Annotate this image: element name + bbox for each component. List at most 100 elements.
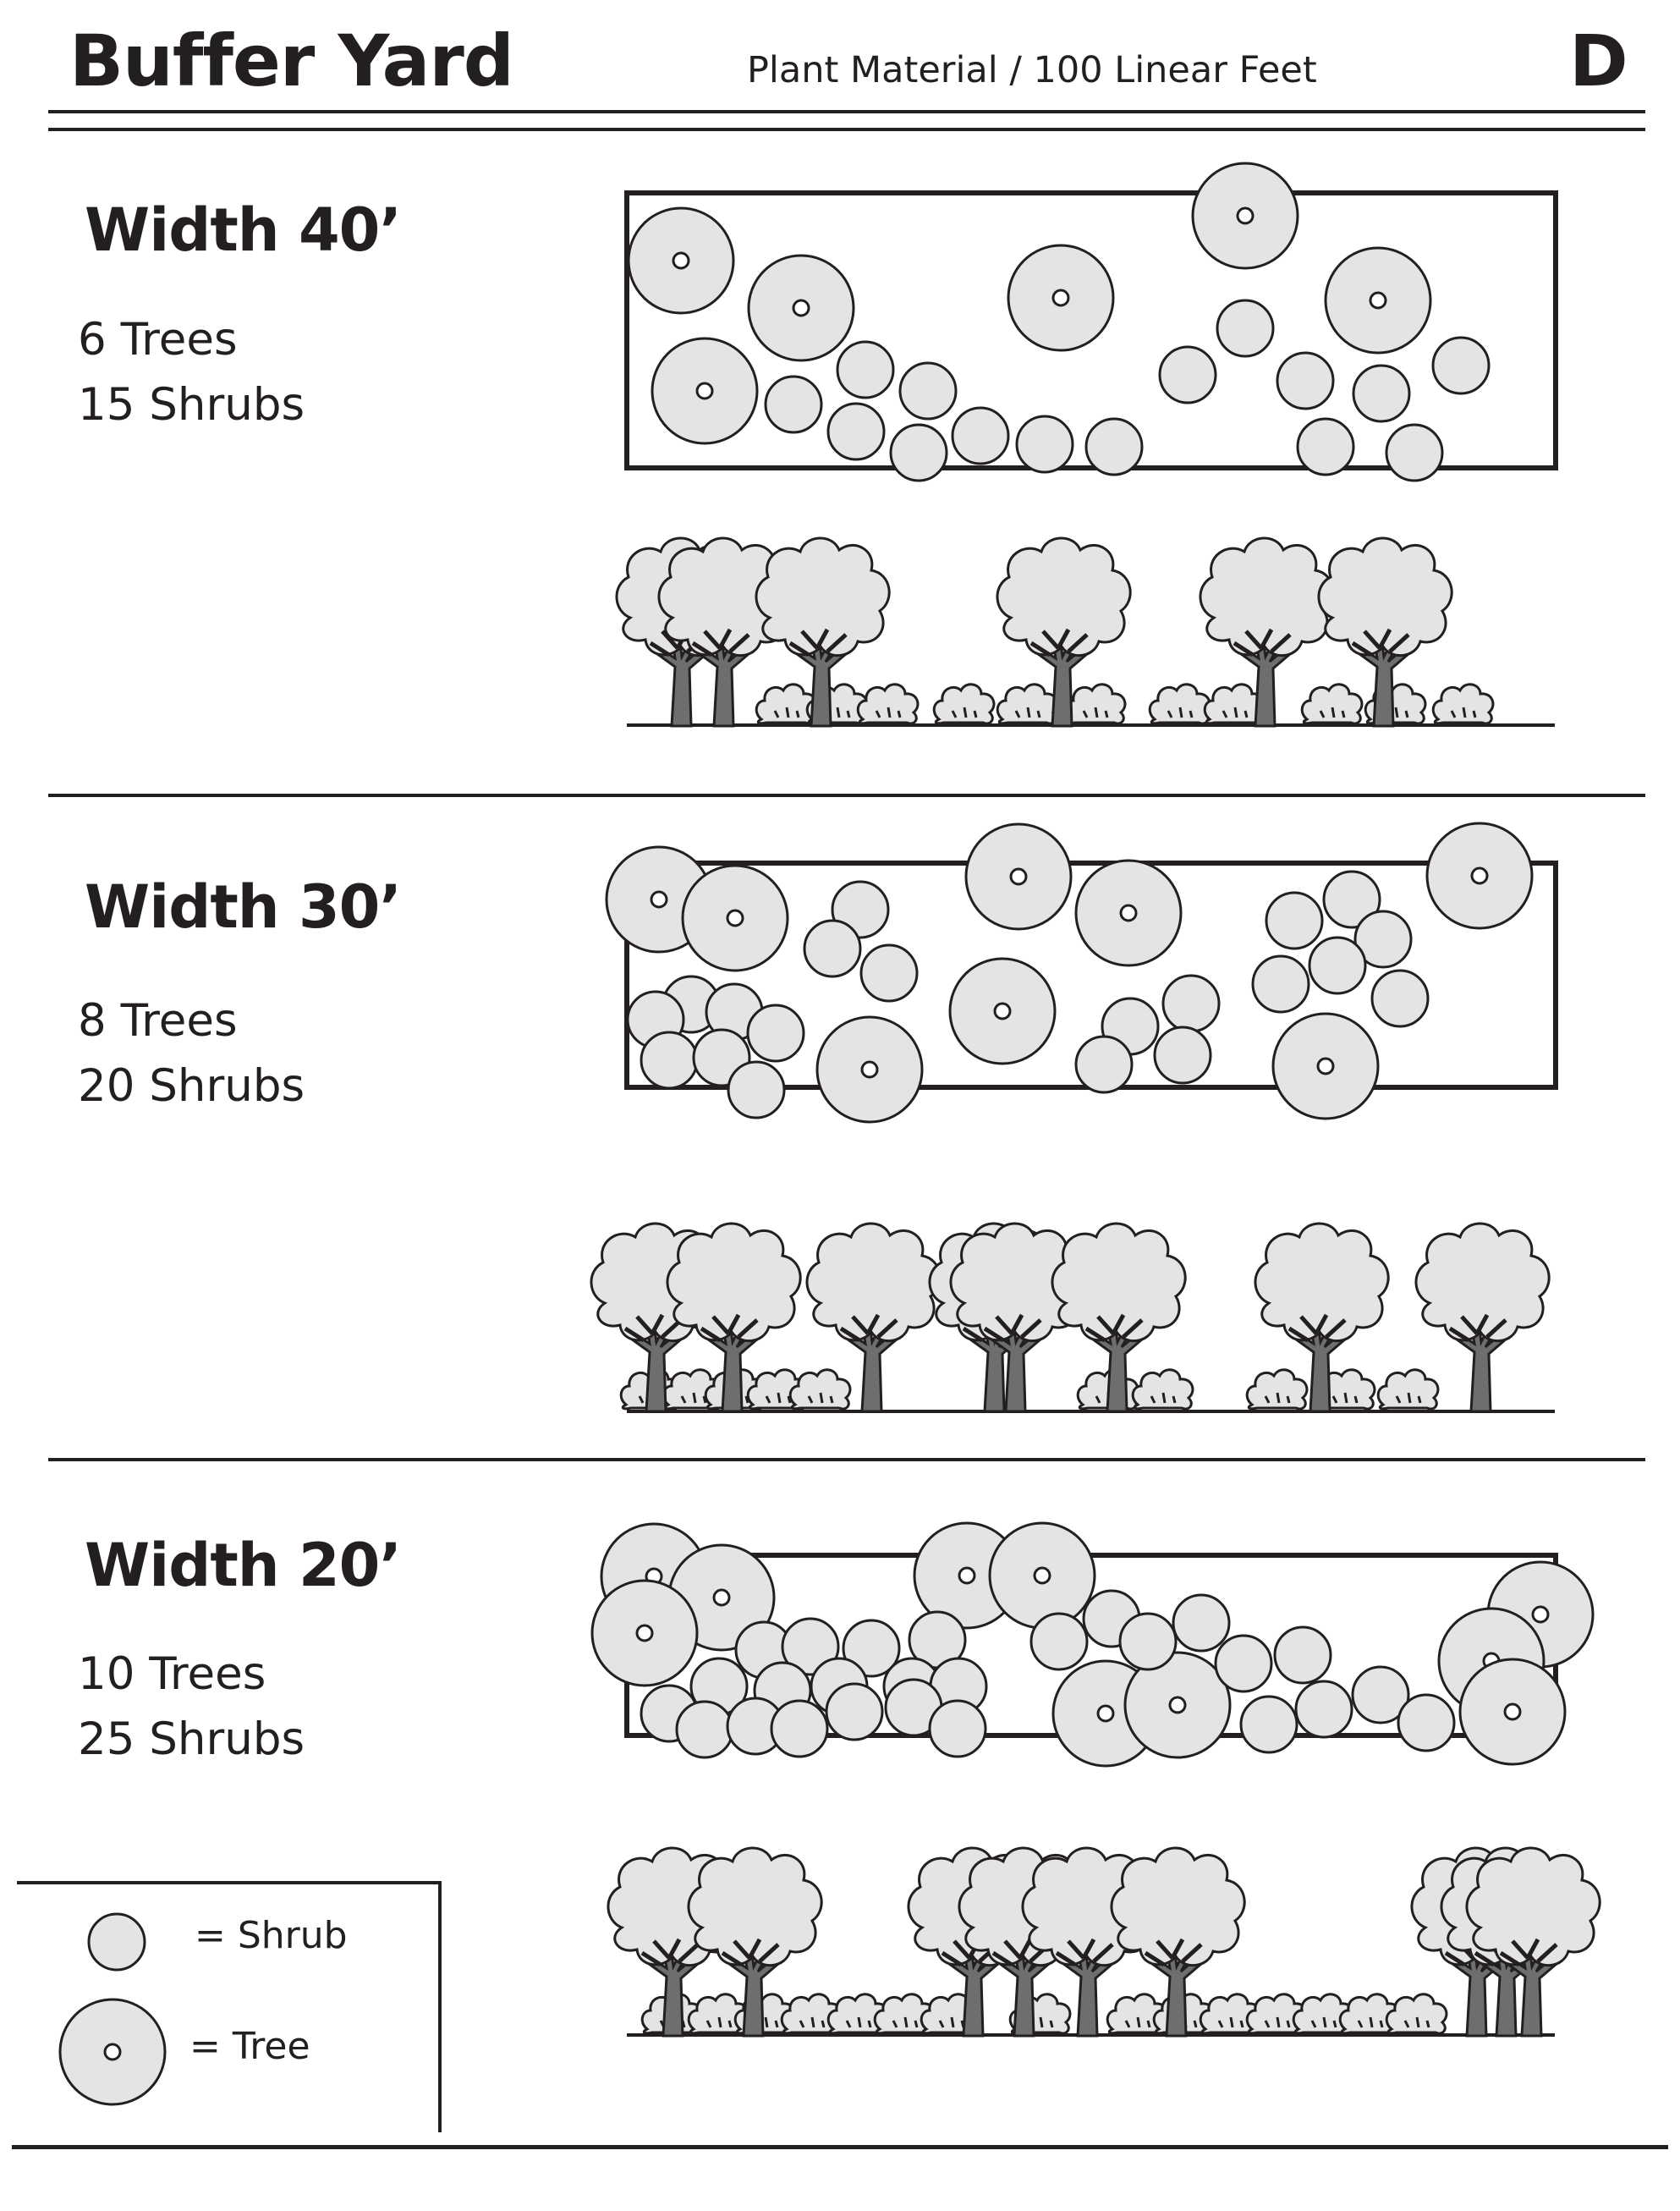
section-30-plan [605, 822, 1558, 1124]
tree-circle-icon [1007, 244, 1115, 352]
shrub-silhouette-icon [788, 1368, 852, 1411]
shrub-circle-icon [781, 1617, 840, 1676]
section-20-width-label: Width 20’ [85, 1531, 402, 1600]
section-20-plants [590, 1521, 1595, 1768]
buffer-type-letter: D [1569, 19, 1628, 102]
shrub-circle-icon [1172, 1593, 1231, 1653]
shrub-silhouette-icon [1376, 1368, 1440, 1411]
tree-circle-icon [747, 254, 855, 362]
shrub-circle-icon [1273, 1625, 1332, 1685]
tree-circle-icon [681, 864, 789, 972]
section-40-width-label: Width 40’ [85, 195, 402, 265]
section-40-shrubs-count: 15 Shrubs [78, 379, 305, 431]
shrub-circle-icon [675, 1700, 734, 1759]
section-40-plan-boundary [624, 190, 1558, 470]
shrub-silhouette-icon [1431, 683, 1495, 725]
shrub-circle-icon [1431, 336, 1491, 395]
legend-shrub-label: = Shrub [195, 1914, 348, 1957]
shrub-silhouette-icon [996, 683, 1059, 725]
shrub-circle-icon [640, 1031, 699, 1090]
shrub-circle-icon [803, 919, 862, 978]
legend-shrub-icon [87, 1912, 146, 1972]
shrub-silhouette-icon [1245, 1368, 1309, 1411]
shrub-circle-icon [1015, 415, 1074, 474]
shrub-circle-icon [1294, 1680, 1353, 1739]
shrub-circle-icon [1029, 1612, 1089, 1671]
tree-circle-icon [651, 337, 759, 445]
shrub-circle-icon [1239, 1695, 1298, 1754]
shrub-circle-icon [1385, 423, 1444, 482]
tree-silhouette-icon [1467, 1848, 1600, 2036]
shrub-circle-icon [1074, 1035, 1134, 1094]
header-rule-top [48, 110, 1645, 113]
shrub-silhouette-icon [1148, 683, 1211, 725]
shrub-circle-icon [836, 340, 895, 399]
shrub-circle-icon [1216, 299, 1275, 358]
section-40-plants [627, 162, 1491, 482]
shrub-circle-icon [1158, 345, 1217, 404]
shrub-circle-icon [951, 406, 1010, 465]
shrub-circle-icon [898, 361, 958, 421]
tree-circle-icon [590, 1579, 699, 1687]
shrub-circle-icon [889, 423, 948, 482]
shrub-circle-icon [859, 943, 919, 1003]
shrub-circle-icon [1308, 936, 1367, 995]
section-20-elevation [608, 1848, 1600, 2036]
tree-circle-icon [1074, 859, 1183, 967]
shrub-silhouette-icon [856, 683, 920, 725]
section-30-trees-count: 8 Trees [78, 995, 238, 1047]
shrub-circle-icon [727, 1060, 786, 1119]
shrub-circle-icon [746, 1004, 805, 1063]
legend-tree-label: = Tree [189, 2025, 310, 2068]
section-30-width-label: Width 30’ [85, 872, 402, 942]
tree-circle-icon [1458, 1658, 1567, 1766]
section-divider-1 [48, 794, 1645, 797]
shrub-circle-icon [1084, 417, 1144, 476]
tree-circle-icon [913, 1521, 1021, 1630]
shrub-circle-icon [1161, 974, 1221, 1033]
tree-circle-icon [1324, 246, 1432, 355]
shrub-circle-icon [1276, 351, 1335, 410]
tree-circle-icon [1425, 822, 1534, 930]
shrub-silhouette-icon [1385, 1993, 1448, 2035]
legend [17, 1881, 442, 2132]
section-40-trees-count: 6 Trees [78, 314, 238, 366]
page-subtitle: Plant Material / 100 Linear Feet [747, 49, 1317, 91]
shrub-circle-icon [826, 402, 886, 461]
shrub-silhouette-icon [1131, 1368, 1194, 1411]
shrub-circle-icon [1296, 417, 1355, 476]
shrub-circle-icon [764, 375, 823, 434]
shrub-circle-icon [928, 1699, 987, 1758]
shrub-circle-icon [1265, 891, 1324, 950]
tree-circle-icon [988, 1521, 1096, 1630]
shrub-circle-icon [1370, 969, 1430, 1028]
shrub-circle-icon [1322, 870, 1381, 929]
shrub-circle-icon [1397, 1693, 1456, 1752]
header-rule-bottom [48, 128, 1645, 131]
tree-circle-icon [1271, 1012, 1380, 1120]
tree-circle-icon [627, 206, 735, 315]
shrub-silhouette-icon [1063, 683, 1127, 725]
shrub-circle-icon [1251, 954, 1310, 1014]
section-40-elevation [617, 538, 1555, 726]
section-20-shrubs-count: 25 Shrubs [78, 1713, 305, 1765]
legend-tree-icon [58, 1998, 167, 2106]
section-20-plan [590, 1521, 1595, 1768]
tree-circle-icon [1191, 162, 1299, 270]
tree-circle-icon [948, 957, 1057, 1065]
section-30-shrubs-count: 20 Shrubs [78, 1060, 305, 1112]
section-30-plants [605, 822, 1534, 1124]
shrub-circle-icon [825, 1682, 884, 1741]
section-40-plan [624, 162, 1558, 482]
shrub-circle-icon [1214, 1634, 1273, 1693]
section-30-elevation [591, 1224, 1555, 1411]
shrub-circle-icon [842, 1619, 901, 1678]
section-20-trees-count: 10 Trees [78, 1648, 266, 1700]
tree-circle-icon [815, 1015, 924, 1124]
footer-rule [12, 2145, 1668, 2149]
page-title: Buffer Yard [69, 19, 514, 102]
shrub-circle-icon [1352, 364, 1411, 423]
shrub-silhouette-icon [932, 683, 996, 725]
shrub-silhouette-icon [755, 683, 818, 725]
